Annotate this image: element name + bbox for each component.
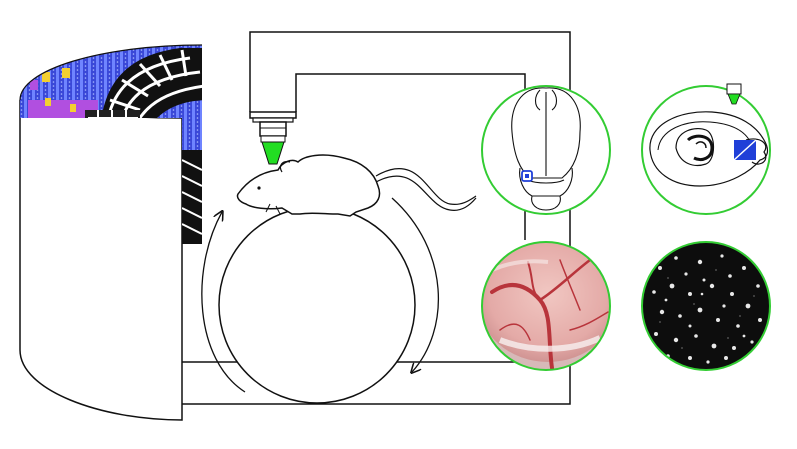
inset-brain-dorsal bbox=[481, 85, 611, 215]
inset-brain-section bbox=[641, 83, 771, 215]
inset-two-photon-image bbox=[641, 241, 771, 371]
treadmill-ball bbox=[218, 206, 416, 404]
objective-lens bbox=[249, 111, 297, 165]
display-screen bbox=[19, 44, 203, 421]
inset-cranial-window bbox=[481, 241, 611, 371]
rotation-arrows bbox=[201, 197, 439, 393]
mouse bbox=[236, 154, 477, 217]
